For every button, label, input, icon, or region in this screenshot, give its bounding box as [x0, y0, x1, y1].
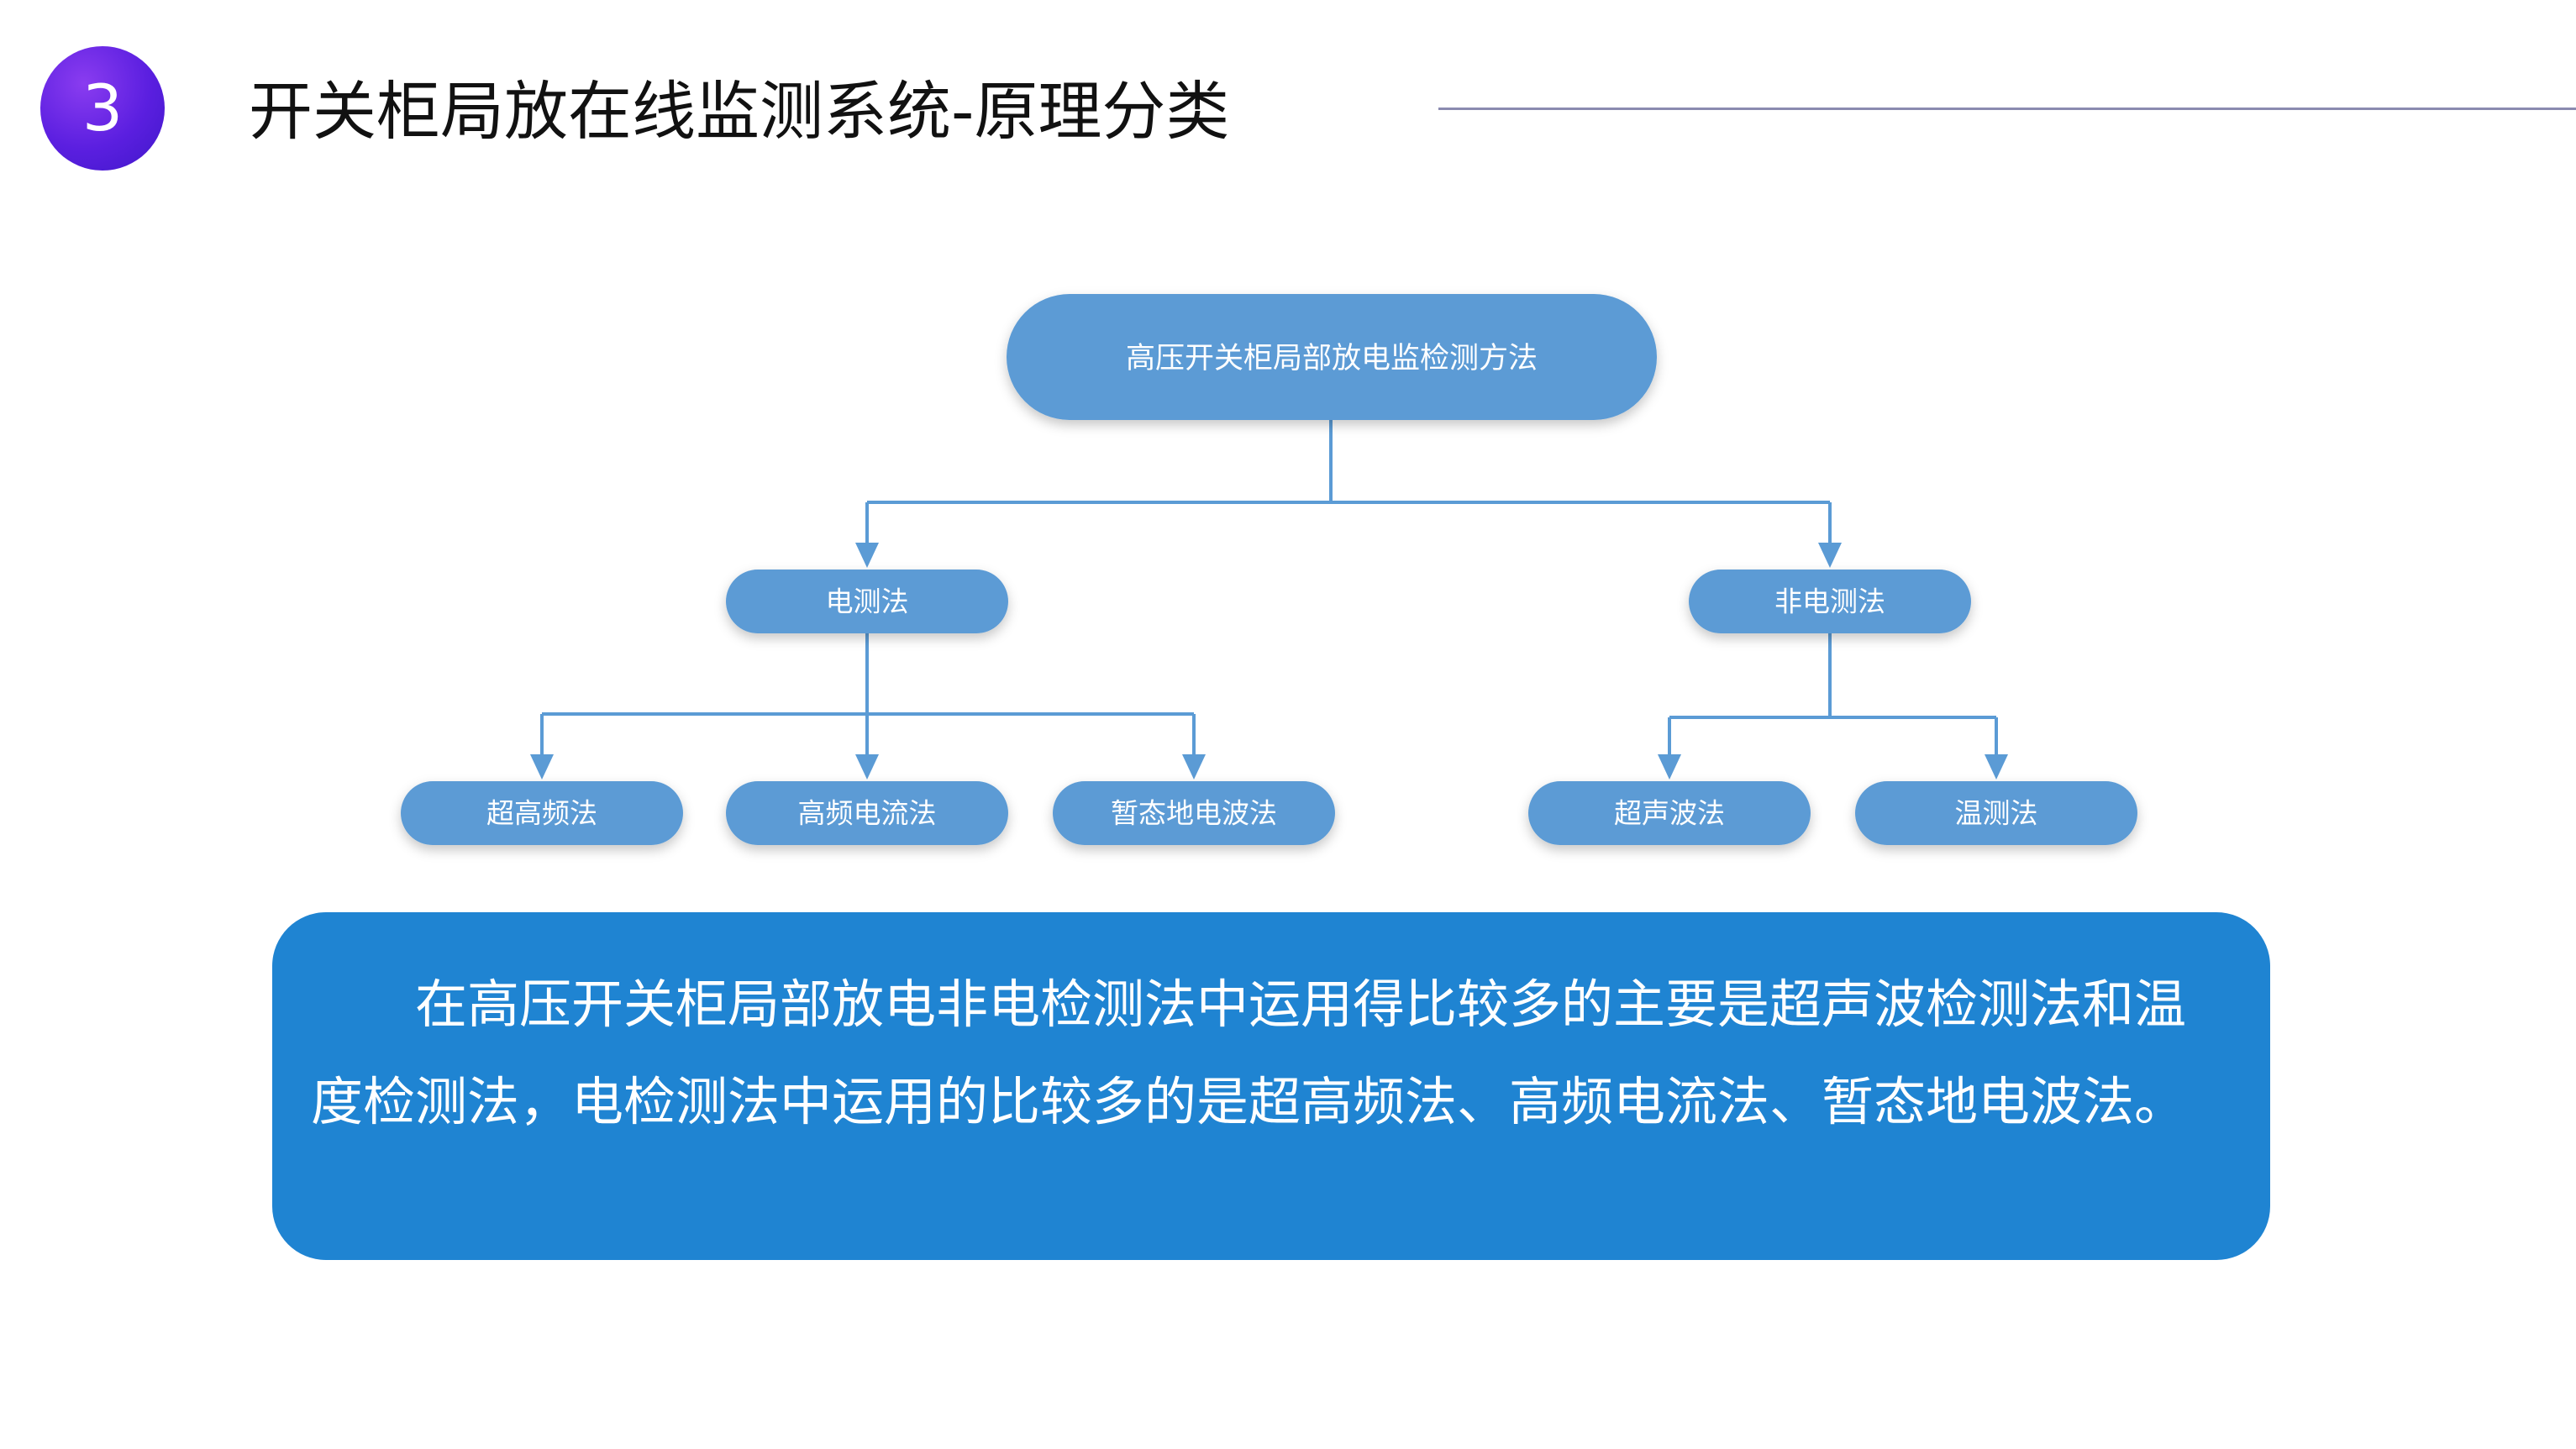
leaf-node-thermal-label: 温测法 [1955, 797, 2038, 830]
branch-node-electrical-label: 电测法 [826, 585, 909, 618]
arrow-to-uhf [530, 754, 554, 780]
summary-panel: 在高压开关柜局部放电非电检测法中运用得比较多的主要是超声波检测法和温度检测法，电… [272, 912, 2270, 1260]
branch-node-non-electrical-label: 非电测法 [1774, 585, 1885, 618]
root-connectors [865, 420, 1832, 554]
arrow-to-ultrasonic [1658, 754, 1681, 780]
root-node-label: 高压开关柜局部放电监检测方法 [1126, 342, 1538, 375]
summary-text: 在高压开关柜局部放电非电检测法中运用得比较多的主要是超声波检测法和温度检测法，电… [311, 974, 2187, 1132]
non-electrical-connectors [1668, 632, 1998, 766]
leaf-node-tev-label: 暂态地电波法 [1111, 797, 1277, 830]
leaf-node-thermal: 温测法 [1855, 781, 2137, 845]
leaf-node-uhf: 超高频法 [401, 781, 683, 845]
arrow-to-electrical [855, 543, 879, 568]
page-title: 开关柜局放在线监测系统-原理分类 [249, 74, 1230, 149]
arrow-to-tev [1182, 754, 1206, 780]
electrical-connectors [540, 632, 1196, 766]
title-divider [1438, 108, 2576, 110]
leaf-node-uhf-label: 超高频法 [486, 797, 597, 830]
branch-node-non-electrical: 非电测法 [1689, 570, 1971, 633]
leaf-node-ultrasonic-label: 超声波法 [1614, 797, 1725, 830]
leaf-node-hfct-label: 高频电流法 [798, 797, 937, 830]
arrow-to-non-electrical [1818, 543, 1842, 568]
leaf-node-ultrasonic: 超声波法 [1528, 781, 1811, 845]
root-node: 高压开关柜局部放电监检测方法 [1007, 294, 1657, 420]
leaf-node-tev: 暂态地电波法 [1053, 781, 1335, 845]
section-number-badge: 3 [40, 46, 165, 171]
branch-node-electrical: 电测法 [726, 570, 1008, 633]
leaf-node-hfct: 高频电流法 [726, 781, 1008, 845]
arrow-to-thermal [1985, 754, 2008, 780]
arrow-to-hfct [855, 754, 879, 780]
